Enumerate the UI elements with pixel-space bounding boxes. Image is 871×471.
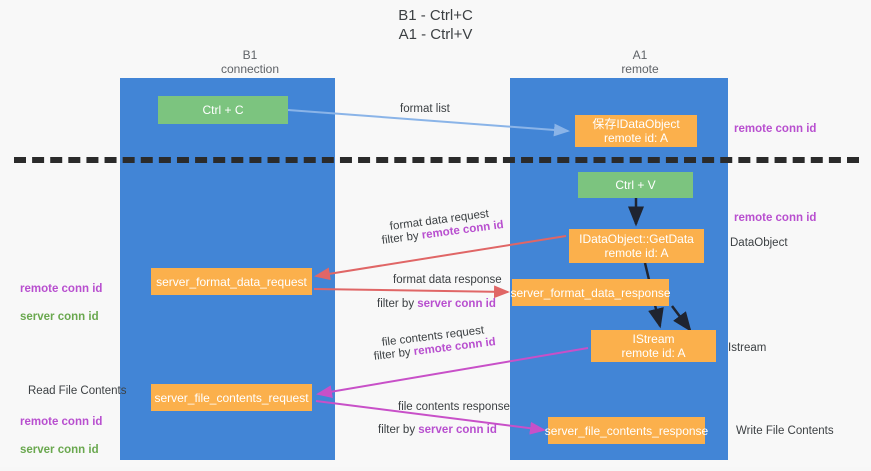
label-istream: Istream bbox=[728, 342, 767, 354]
label-dataobject: DataObject bbox=[730, 237, 788, 249]
column-header-a1: A1 remote bbox=[621, 48, 659, 76]
label-server-conn-id-left-2: server conn id bbox=[20, 444, 99, 456]
label-conn-ids-bottom: remote conn id server conn id bbox=[20, 401, 102, 471]
edge-label-file-contents-response-filter: filter by server conn id bbox=[378, 423, 497, 437]
node-server-file-contents-request[interactable]: server_file_contents_request bbox=[151, 384, 312, 411]
edge-label-format-data-response: format data response bbox=[393, 274, 502, 286]
label-remote-conn-id-mid: remote conn id bbox=[734, 212, 817, 224]
label-remote-conn-id-left-2: remote conn id bbox=[20, 416, 103, 428]
label-remote-conn-id-left: remote conn id bbox=[20, 283, 103, 295]
filter-key-server-conn-id-2: server conn id bbox=[418, 424, 497, 436]
node-idataobject-getdata[interactable]: IDataObject::GetData remote id: A bbox=[569, 229, 704, 263]
label-conn-ids-middle: remote conn id server conn id bbox=[20, 268, 102, 338]
label-read-file-contents: Read File Contents bbox=[28, 385, 127, 397]
node-server-file-contents-response[interactable]: server_file_contents_response bbox=[545, 417, 708, 444]
node-ctrl-c[interactable]: Ctrl + C bbox=[158, 96, 288, 124]
column-header-b1: B1 connection bbox=[220, 48, 280, 76]
label-write-file-contents: Write File Contents bbox=[736, 425, 834, 437]
section-divider bbox=[14, 157, 859, 163]
filter-key-server-conn-id: server conn id bbox=[417, 298, 496, 310]
edge-label-format-list: format list bbox=[400, 103, 450, 115]
node-save-idataobject[interactable]: 保存IDataObject remote id: A bbox=[575, 115, 697, 147]
node-istream[interactable]: IStream remote id: A bbox=[591, 330, 716, 362]
filter-prefix: filter by bbox=[377, 298, 418, 310]
node-ctrl-v[interactable]: Ctrl + V bbox=[578, 172, 693, 198]
label-remote-conn-id-top: remote conn id bbox=[734, 123, 817, 135]
edge-label-format-data-response-filter: filter by server conn id bbox=[377, 297, 496, 311]
node-server-format-data-response[interactable]: server_format_data_response bbox=[510, 279, 671, 306]
page-title: B1 - Ctrl+C A1 - Ctrl+V bbox=[398, 7, 473, 43]
edge-label-file-contents-response: file contents response bbox=[398, 401, 510, 413]
filter-prefix: filter by bbox=[378, 424, 419, 436]
node-server-format-data-request[interactable]: server_format_data_request bbox=[151, 268, 312, 295]
label-server-conn-id-left: server conn id bbox=[20, 311, 99, 323]
